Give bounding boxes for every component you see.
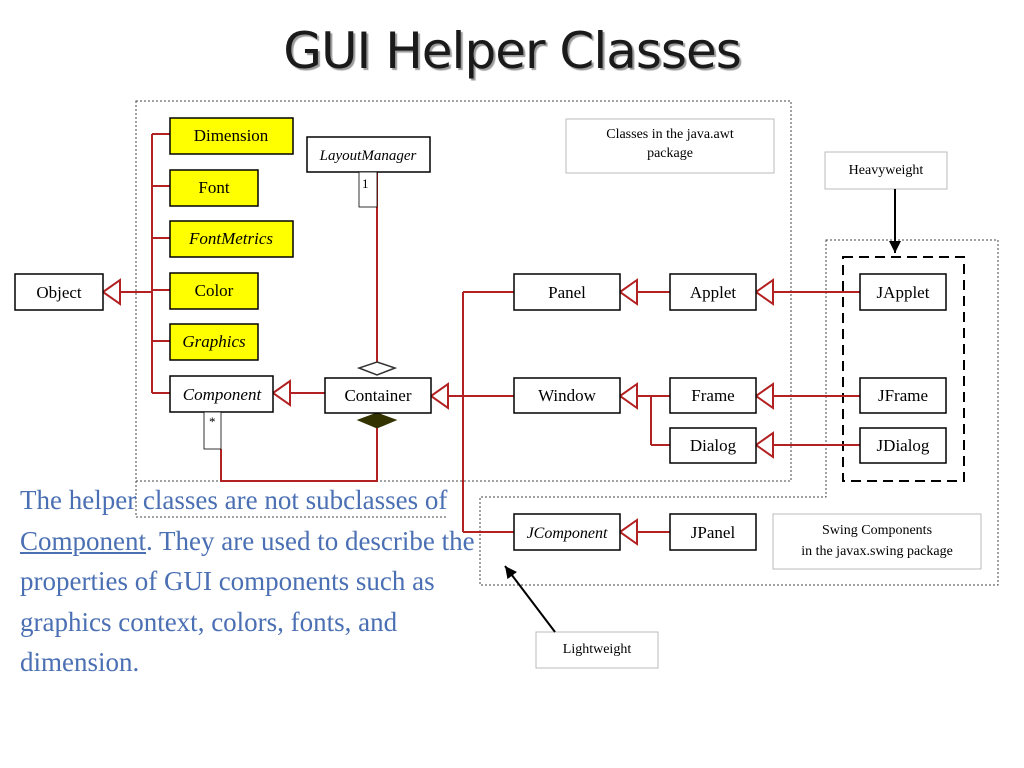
graphics-label: Graphics xyxy=(182,332,246,351)
applet-inherit-arrow xyxy=(754,278,774,306)
dimension-label: Dimension xyxy=(194,126,269,145)
window-label: Window xyxy=(538,386,597,405)
awt-package-region-extension xyxy=(135,481,446,518)
awt-package-label-line2: package xyxy=(647,146,693,161)
dialog-inherit-arrow xyxy=(754,431,774,459)
container-box xyxy=(324,377,432,414)
component-box xyxy=(169,375,274,413)
swing-package-label-box xyxy=(772,513,982,570)
jcomponent-box xyxy=(513,513,621,551)
window-box xyxy=(513,377,621,414)
japplet-label: JApplet xyxy=(877,283,930,302)
dimension-box xyxy=(169,117,294,155)
heavyweight-group xyxy=(842,256,965,482)
container-inherit-arrow xyxy=(429,382,449,410)
panel-inherit-arrow xyxy=(618,278,638,306)
jpanel-label: JPanel xyxy=(691,523,736,542)
font-box xyxy=(169,169,259,207)
panel-label: Panel xyxy=(548,283,586,302)
heavyweight-label-box xyxy=(824,151,948,190)
awt-package-label-line1: Classes in the java.awt xyxy=(606,127,734,142)
swing-package-label-line1: Swing Components xyxy=(822,523,932,538)
frame-label: Frame xyxy=(691,386,734,405)
object-inherit-arrow xyxy=(101,278,121,306)
japplet-box xyxy=(859,273,947,311)
inheritance-arrows xyxy=(101,278,774,546)
swing-package-label-line2: in the javax.swing package xyxy=(801,544,953,559)
dialog-label: Dialog xyxy=(690,436,737,455)
component-inherit-arrow xyxy=(271,379,291,407)
helper-classes: Dimension Font FontMetrics Color Graphic… xyxy=(169,117,294,361)
dialog-box xyxy=(669,427,757,464)
applet-box xyxy=(669,273,757,311)
jframe-box xyxy=(859,377,947,414)
note-text-after: . They are used to describe the properti… xyxy=(20,525,475,678)
container-label: Container xyxy=(344,386,411,405)
aggregation-diamond xyxy=(356,361,398,376)
heavyweight-label: Heavyweight xyxy=(849,163,924,178)
layout-multiplicity: 1 xyxy=(362,176,369,191)
object-label: Object xyxy=(36,283,82,302)
jpanel-box xyxy=(669,513,757,551)
color-box xyxy=(169,272,259,310)
component-link[interactable]: Component xyxy=(20,525,146,556)
component-multiplicity: * xyxy=(209,414,216,429)
relation-lines xyxy=(120,133,860,533)
awt-package-label-box xyxy=(565,118,775,174)
fontmetrics-box xyxy=(169,220,294,258)
jcomponent-inherit-arrow xyxy=(618,518,638,546)
color-label: Color xyxy=(195,281,234,300)
fontmetrics-label: FontMetrics xyxy=(188,229,273,248)
jcomponent-label: JComponent xyxy=(527,525,608,542)
note-text-before: The helper classes are not subclasses of xyxy=(20,485,448,515)
composition-diamond xyxy=(356,412,398,429)
frame-box xyxy=(669,377,757,414)
window-inherit-arrow xyxy=(618,382,638,410)
frame-inherit-arrow xyxy=(754,382,774,410)
graphics-box xyxy=(169,323,259,361)
component-multiplicity-box xyxy=(203,411,222,450)
lightweight-pointer xyxy=(504,565,556,633)
jdialog-label: JDialog xyxy=(877,436,930,455)
lightweight-label: Lightweight xyxy=(563,642,632,657)
font-label: Font xyxy=(198,178,229,197)
jdialog-box xyxy=(859,427,947,464)
object-box xyxy=(14,273,104,311)
layoutmanager-label: LayoutManager xyxy=(319,148,417,164)
helper-classes-note: The helper classes are not subclasses of… xyxy=(20,480,480,683)
swing-package-region xyxy=(479,239,999,586)
component-label: Component xyxy=(183,385,263,404)
lightweight-label-box xyxy=(535,631,659,669)
applet-label: Applet xyxy=(690,283,737,302)
layoutmanager-box xyxy=(306,136,431,173)
jframe-label: JFrame xyxy=(878,386,928,405)
panel-box xyxy=(513,273,621,311)
layout-multiplicity-box xyxy=(358,171,378,208)
slide-title: GUI Helper Classes xyxy=(283,22,742,80)
